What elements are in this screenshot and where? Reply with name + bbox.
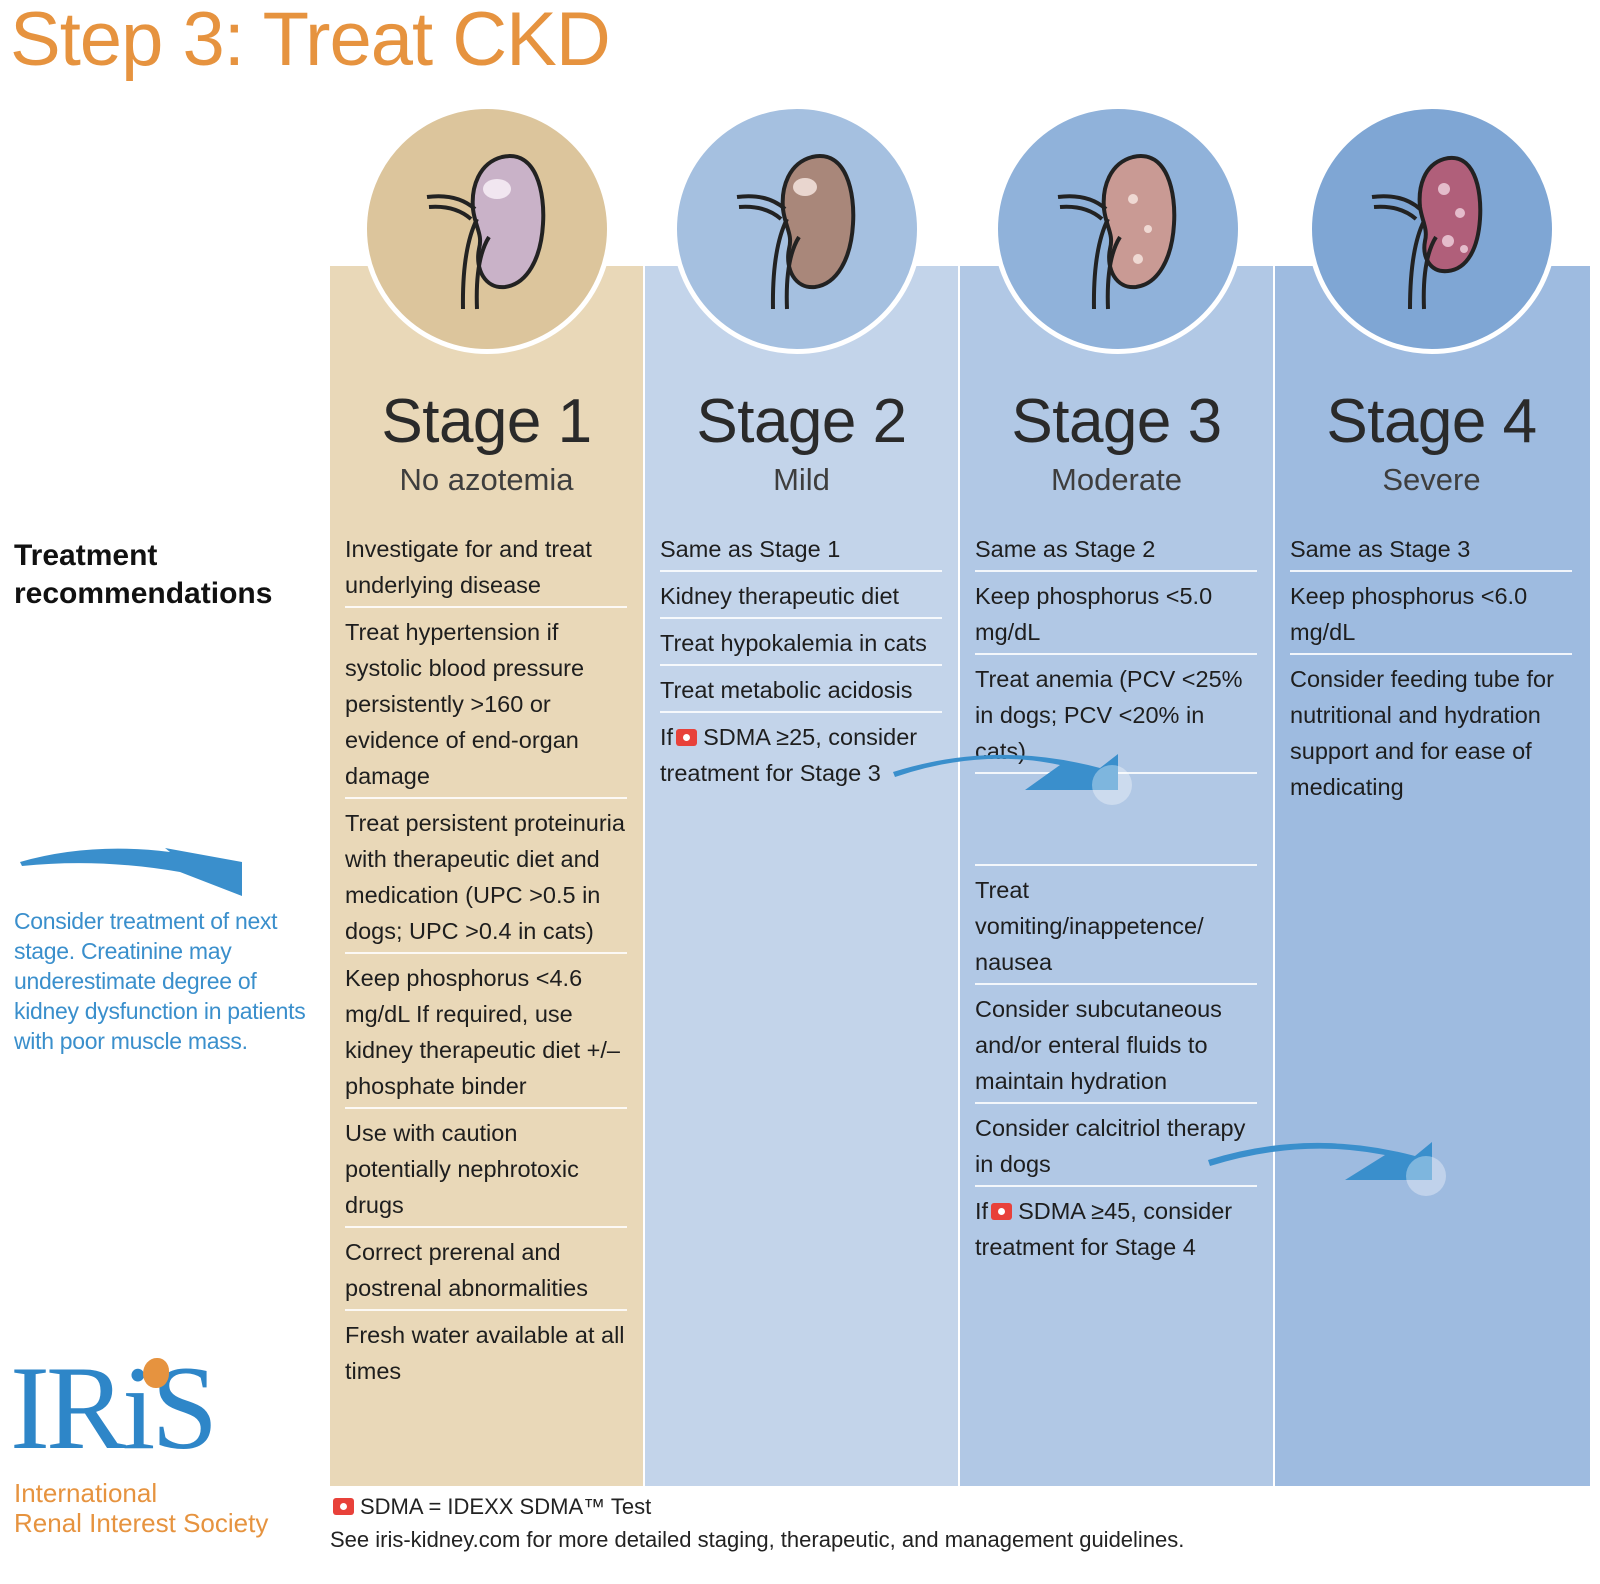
kidney-mild-icon bbox=[672, 104, 922, 354]
kidney-severe-icon bbox=[1307, 104, 1557, 354]
stage-4-recommendations: Same as Stage 3 Keep phosphorus <6.0 mg/… bbox=[1290, 531, 1572, 814]
stage-3-title: Stage 3 bbox=[1011, 387, 1222, 456]
list-item: Same as Stage 2 bbox=[975, 531, 1257, 572]
sdma-icon bbox=[333, 1498, 354, 1515]
list-item: Treat hypertension if systolic blood pre… bbox=[345, 614, 627, 799]
stage-2-title: Stage 2 bbox=[696, 387, 907, 456]
list-item: Kidney therapeutic diet bbox=[660, 578, 942, 619]
list-item: Consider calcitriol therapy in dogs bbox=[975, 1110, 1257, 1187]
list-item: Treat metabolic acidosis bbox=[660, 672, 942, 713]
stage-4-title: Stage 4 bbox=[1326, 387, 1537, 456]
treatment-heading: Treatment recommendations bbox=[14, 539, 273, 610]
list-item: Investigate for and treat underlying dis… bbox=[345, 531, 627, 608]
stage-3-recommendations: Same as Stage 2 Keep phosphorus <5.0 mg/… bbox=[975, 531, 1257, 1274]
kidney-moderate-icon bbox=[993, 104, 1243, 354]
list-item: Correct prerenal and postrenal abnormali… bbox=[345, 1234, 627, 1311]
list-item: Same as Stage 1 bbox=[660, 531, 942, 572]
stage-2-subtitle: Mild bbox=[773, 462, 830, 497]
stage-2-column bbox=[645, 266, 958, 1486]
stage-1-recommendations: Investigate for and treat underlying dis… bbox=[345, 531, 627, 1398]
list-item: Use with caution potentially nephrotoxic… bbox=[345, 1115, 627, 1228]
list-item: Keep phosphorus <6.0 mg/dL bbox=[1290, 578, 1572, 655]
stage-3-column bbox=[960, 266, 1273, 1486]
next-stage-note: Consider treatment of next stage. Creati… bbox=[14, 908, 306, 1054]
stage-4-column bbox=[1275, 266, 1590, 1486]
stage-1-column bbox=[330, 266, 643, 1486]
iris-logo-dot-icon bbox=[143, 1358, 169, 1388]
footnote: SDMA = IDEXX SDMA™ Test See iris-kidney.… bbox=[330, 1490, 1184, 1556]
sdma-legend: SDMA = IDEXX SDMA™ Test bbox=[330, 1490, 1184, 1523]
sdma-icon bbox=[676, 729, 698, 746]
list-item: Treat persistent proteinuria with therap… bbox=[345, 805, 627, 954]
stage-1-subtitle: No azotemia bbox=[399, 462, 574, 497]
list-item: Same as Stage 3 bbox=[1290, 531, 1572, 572]
list-item: Treat vomiting/inappetence/ nausea bbox=[975, 864, 1257, 985]
iris-organization-name: International Renal Interest Society bbox=[14, 1478, 269, 1538]
stage-2-recommendations: Same as Stage 1 Kidney therapeutic diet … bbox=[660, 531, 942, 800]
kidney-healthy-icon bbox=[362, 104, 612, 354]
sdma-icon bbox=[991, 1203, 1013, 1220]
stage-4-subtitle: Severe bbox=[1382, 462, 1481, 497]
stage-1-title: Stage 1 bbox=[381, 387, 592, 456]
stage-3-subtitle: Moderate bbox=[1051, 462, 1182, 497]
list-item: Keep phosphorus <4.6 mg/dL If required, … bbox=[345, 960, 627, 1109]
guidelines-note: See iris-kidney.com for more detailed st… bbox=[330, 1527, 1185, 1552]
iris-logo: IRiS bbox=[10, 1341, 218, 1474]
list-item: Keep phosphorus <5.0 mg/dL bbox=[975, 578, 1257, 655]
list-item: Consider subcutaneous and/or enteral flu… bbox=[975, 991, 1257, 1104]
list-item: Treat anemia (PCV <25% in dogs; PCV <20%… bbox=[975, 661, 1257, 774]
page-title: Step 3: Treat CKD bbox=[10, 0, 611, 82]
list-item: Consider feeding tube for nutritional an… bbox=[1290, 666, 1554, 800]
side-note-arrow-icon bbox=[20, 848, 242, 896]
list-item: Treat hypokalemia in cats bbox=[660, 625, 942, 666]
list-item: Fresh water available at all times bbox=[345, 1322, 625, 1384]
